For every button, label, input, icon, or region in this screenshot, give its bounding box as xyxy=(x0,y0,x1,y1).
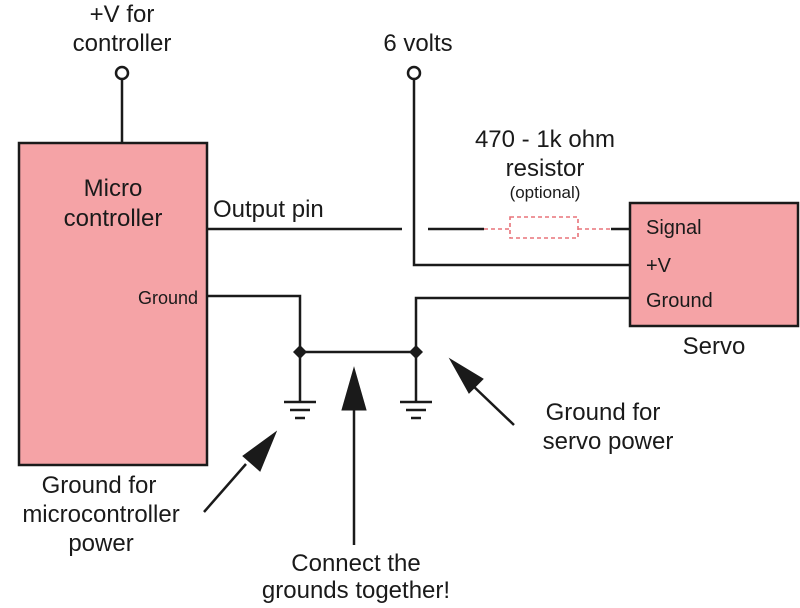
resistor: 470 - 1k ohm resistor (optional) xyxy=(475,126,615,239)
controller-supply: +V for controller xyxy=(73,1,172,143)
servo-ground-note-2: servo power xyxy=(543,428,674,455)
mc-ground-arrow xyxy=(203,430,278,513)
controller-supply-terminal xyxy=(114,65,130,81)
servo-body xyxy=(628,201,800,328)
junction-left xyxy=(293,345,307,359)
ground-symbol-left xyxy=(284,400,316,420)
mc-ground-note-1: Ground for xyxy=(42,472,157,499)
ground-symbol-right xyxy=(400,400,432,420)
servo-supply: 6 volts xyxy=(383,30,630,267)
servo-supply-terminal xyxy=(406,65,422,81)
output-pin-label: Output pin xyxy=(213,196,324,223)
ground-wiring xyxy=(207,294,630,402)
controller-supply-label-1: +V for xyxy=(90,1,155,28)
servo-name: Servo xyxy=(683,333,746,360)
controller-supply-label-2: controller xyxy=(73,30,172,57)
servo-ground-note-1: Ground for xyxy=(546,399,661,426)
servo: Signal +V Ground Servo xyxy=(628,201,800,360)
servo-ground-arrow xyxy=(448,357,515,426)
output-pin-wire: Output pin xyxy=(207,196,630,231)
resistor-label-3: (optional) xyxy=(510,183,581,202)
mc-ground-note-2: microcontroller xyxy=(22,501,179,528)
servo-plus-label: +V xyxy=(646,255,672,277)
resistor-label-1: 470 - 1k ohm xyxy=(475,126,615,153)
connect-note-1: Connect the xyxy=(291,550,420,577)
microcontroller-title-2: controller xyxy=(64,205,163,232)
connect-arrow xyxy=(341,366,367,545)
resistor-body xyxy=(509,216,579,239)
microcontroller-body xyxy=(17,141,209,467)
resistor-label-2: resistor xyxy=(506,155,585,182)
microcontroller-title-1: Micro xyxy=(84,175,143,202)
servo-supply-wire xyxy=(412,79,630,267)
servo-ground-label: Ground xyxy=(646,290,713,312)
servo-signal-label: Signal xyxy=(646,217,702,239)
microcontroller: Micro controller Ground xyxy=(17,141,209,467)
annotations: Ground for servo power Ground for microc… xyxy=(22,399,673,604)
connect-note-2: grounds together! xyxy=(262,577,450,604)
servo-supply-label: 6 volts xyxy=(383,30,452,57)
microcontroller-ground-label: Ground xyxy=(138,288,198,308)
junction-right xyxy=(409,345,423,359)
mc-ground-note-3: power xyxy=(68,530,133,557)
